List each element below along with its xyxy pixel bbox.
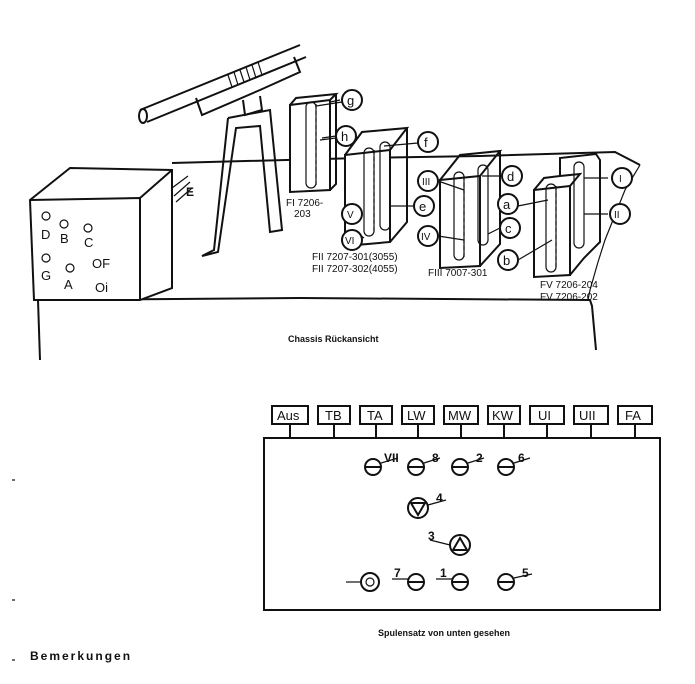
svg-text:4: 4 (436, 491, 443, 505)
svg-text:FA: FA (625, 408, 641, 423)
circle-label-vi: VI (341, 229, 363, 251)
svg-text:1: 1 (440, 566, 447, 580)
box-label-b: B (60, 231, 69, 246)
svg-text:Aus: Aus (277, 408, 300, 423)
svg-text:h: h (341, 129, 348, 144)
trimmer-plain-circle (346, 572, 380, 592)
svg-text:7: 7 (394, 566, 401, 580)
svg-text:I: I (619, 174, 622, 185)
filter-fi-label-1: FI 7206- (286, 198, 323, 209)
svg-text:III: III (422, 177, 430, 188)
svg-text:d: d (507, 169, 514, 184)
circle-label-v: V (341, 203, 363, 225)
box-label-g: G (41, 268, 51, 283)
remarks-heading: Bemerkungen (30, 649, 132, 663)
trimmer-8: 8 (407, 451, 441, 476)
tab-lw: LW (401, 405, 435, 438)
circle-label-ii: II (609, 203, 631, 225)
svg-text:b: b (503, 253, 510, 268)
tab-fa: FA (617, 405, 653, 438)
svg-text:UII: UII (579, 408, 596, 423)
trimmer-2: 2 (451, 451, 485, 476)
tab-ui: UI (529, 405, 565, 438)
filter-fi-label-2: 203 (294, 209, 311, 220)
trimmer-vii: VII (364, 451, 399, 476)
svg-text:f: f (424, 135, 428, 150)
svg-text:II: II (614, 210, 620, 221)
trimmer-4: 4 (407, 491, 447, 519)
trimmer-1: 1 (436, 566, 469, 591)
dial-rod-assembly (138, 44, 307, 257)
circle-label-i: I (611, 167, 633, 189)
svg-text:TB: TB (325, 408, 342, 423)
svg-text:c: c (505, 221, 512, 236)
circle-label-c: c (499, 217, 521, 239)
svg-text:MW: MW (448, 408, 472, 423)
circle-label-h: h (335, 125, 357, 147)
svg-text:2: 2 (476, 451, 483, 465)
svg-text:LW: LW (407, 408, 426, 423)
tab-tb: TB (317, 405, 351, 438)
coilset-panel (263, 437, 661, 611)
tab-kw: KW (487, 405, 521, 438)
tab-ta: TA (359, 405, 393, 438)
tab-uii: UII (573, 405, 609, 438)
trimmer-7: 7 (392, 566, 425, 591)
filter-fv-label-1: FV 7206-204 (540, 280, 598, 291)
filter-fiii-label: FIII 7007-301 (428, 268, 488, 279)
circle-label-a: a (497, 193, 519, 215)
circle-label-iv: IV (417, 225, 439, 247)
svg-text:8: 8 (432, 451, 439, 465)
svg-text:e: e (419, 199, 426, 214)
svg-text:6: 6 (518, 451, 525, 465)
circle-label-f: f (417, 131, 439, 153)
tab-aus: Aus (271, 405, 309, 438)
svg-text:a: a (503, 197, 511, 212)
filter-fi: FI 7206- 203 (286, 92, 341, 220)
filter-fv: FV 7206-204 FV 7206-202 (533, 152, 601, 303)
circle-label-d: d (501, 165, 523, 187)
circle-label-e: e (413, 195, 435, 217)
filter-fii-label-2: FII 7207-302(4055) (312, 264, 398, 275)
box-label-d: D (41, 227, 50, 242)
box-label-a: A (64, 277, 73, 292)
filter-fiii: FIII 7007-301 (428, 149, 503, 279)
circle-label-g: g (341, 89, 363, 111)
svg-text:IV: IV (421, 232, 431, 243)
filter-fv-label-2: FV 7206-202 (540, 292, 598, 303)
svg-text:UI: UI (538, 408, 551, 423)
margin-marks (12, 479, 15, 661)
tab-mw: MW (443, 405, 479, 438)
box-label-oi: Oi (95, 280, 108, 295)
e-label: E (186, 185, 194, 199)
svg-text:V: V (347, 210, 354, 221)
trimmer-3: 3 (428, 529, 471, 556)
switch-tabs: Aus TB TA LW MW KW UI UII FA (271, 405, 653, 438)
coil-box: D B C G A OF Oi E (28, 166, 194, 301)
svg-text:TA: TA (367, 408, 383, 423)
box-label-of: OF (92, 256, 110, 271)
box-label-c: C (84, 235, 93, 250)
trimmer-6: 6 (497, 451, 531, 476)
circle-label-iii: III (417, 170, 439, 192)
circle-label-b: b (497, 249, 519, 271)
chassis-caption: Chassis Rückansicht (288, 334, 379, 344)
svg-text:VI: VI (345, 236, 354, 247)
svg-text:3: 3 (428, 529, 435, 543)
coilset-caption: Spulensatz von unten gesehen (378, 628, 510, 638)
trimmer-5: 5 (497, 566, 533, 591)
svg-text:5: 5 (522, 566, 529, 580)
svg-text:g: g (347, 93, 354, 108)
svg-text:VII: VII (384, 451, 399, 465)
svg-text:KW: KW (492, 408, 514, 423)
filter-fii-label-1: FII 7207-301(3055) (312, 252, 398, 263)
